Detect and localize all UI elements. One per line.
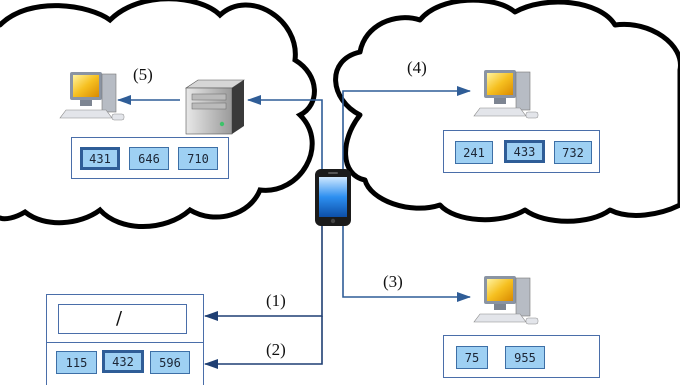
step-label-4: (4)	[407, 58, 427, 77]
smartphone-icon	[315, 169, 351, 226]
value-chip: 241	[455, 141, 493, 164]
server-tower-icon	[185, 79, 245, 135]
path-value: /	[116, 308, 123, 329]
value-chip-selected: 433	[504, 140, 545, 163]
step-label-2: (2)	[266, 340, 286, 359]
value-chip-selected: 431	[80, 147, 120, 170]
panel-divider	[47, 342, 203, 343]
local-storage-panel: / 115 432 596	[46, 294, 204, 385]
value-chip: 75	[456, 346, 488, 369]
value-chip: 732	[554, 141, 592, 164]
step-label-3: (3)	[383, 272, 403, 291]
connector-lines	[117, 86, 471, 369]
step-label-5: (5)	[133, 65, 153, 84]
value-panel-right-bottom: 75 955	[443, 335, 600, 378]
value-chip: 646	[129, 147, 169, 170]
value-panel-left: 431 646 710	[71, 137, 229, 179]
value-chip: 115	[56, 351, 97, 374]
desktop-computer-icon	[473, 70, 539, 119]
left-cloud	[0, 0, 317, 229]
value-chip: 955	[505, 346, 545, 369]
step-label-1: (1)	[266, 291, 286, 310]
path-field: /	[58, 304, 187, 334]
desktop-computer-icon	[59, 72, 125, 121]
value-chip: 710	[178, 147, 218, 170]
right-cloud	[333, 0, 680, 224]
desktop-computer-icon	[473, 276, 539, 325]
value-chip: 596	[150, 351, 190, 374]
value-chip-selected: 432	[102, 350, 144, 373]
value-panel-right-top: 241 433 732	[443, 130, 600, 173]
